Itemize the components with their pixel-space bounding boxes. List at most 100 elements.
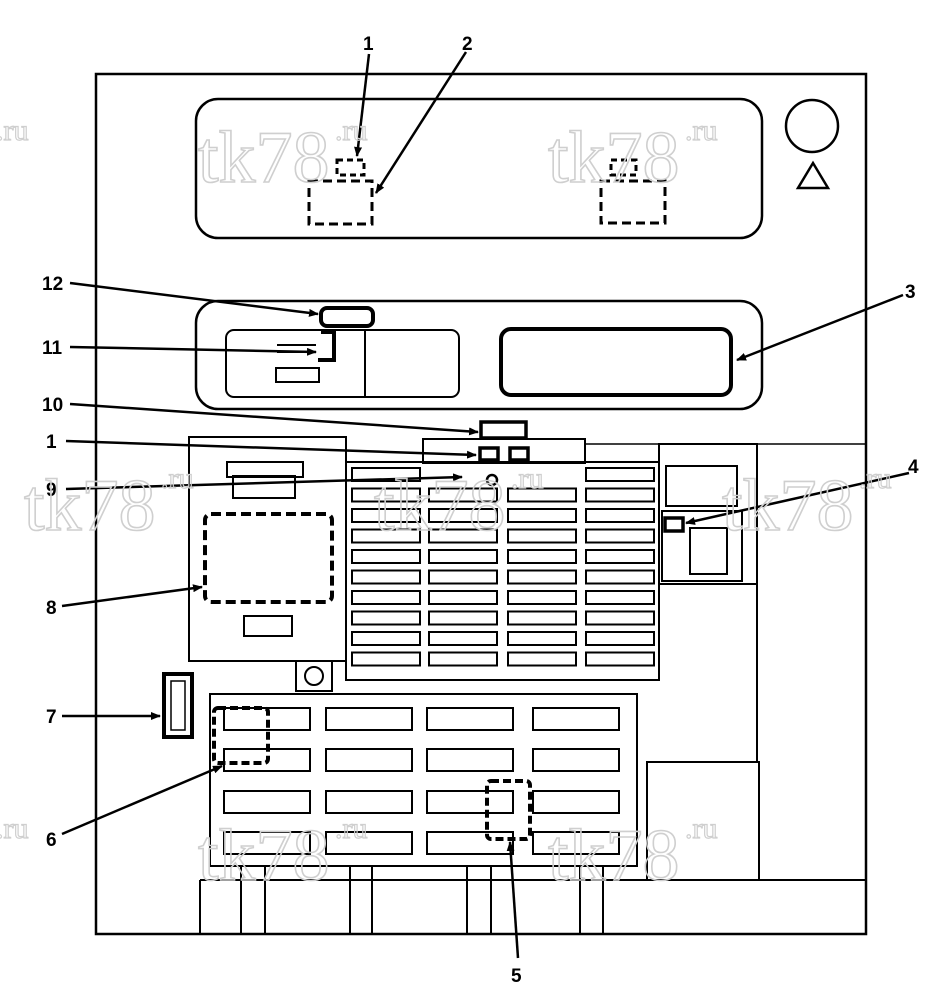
callout-6: 6 — [46, 830, 57, 851]
watermark-4: tk78 — [374, 465, 506, 547]
callout-1-mid: 1 — [46, 432, 57, 453]
fuse-slot — [351, 467, 421, 482]
left-module — [188, 436, 347, 662]
fuse-slot — [351, 590, 421, 605]
connector-latch — [319, 306, 375, 328]
relay-slot — [223, 831, 311, 855]
callout-11: 11 — [42, 338, 63, 359]
fuse-slot — [351, 549, 421, 564]
small-relay-left — [335, 158, 366, 177]
fuse-4 — [663, 516, 685, 533]
watermark-2-suffix: .ru — [685, 114, 718, 147]
fuse-slot — [507, 651, 577, 667]
leader-lines — [61, 51, 910, 959]
callout-9: 9 — [46, 480, 57, 501]
callout-10: 10 — [42, 395, 63, 416]
fuse-slot — [428, 549, 498, 564]
large-relay-right — [599, 179, 667, 225]
relay-slot — [426, 831, 514, 855]
fuse-slot — [507, 528, 577, 544]
fuse-slot — [585, 467, 655, 482]
watermark-6: tk78 — [198, 815, 330, 897]
fuse-slot — [351, 487, 421, 503]
fuse-slot — [428, 569, 498, 585]
fuse-slot — [507, 569, 577, 585]
relay-slot — [426, 790, 514, 814]
watermarks: tk78 .ru tk78 .ru tk78 .ru tk78 .ru tk78… — [0, 113, 892, 897]
fuse-slot — [507, 508, 577, 523]
large-relay-left — [307, 179, 374, 226]
fuse-slot — [428, 610, 498, 626]
relay-slot — [532, 790, 620, 814]
fuse-slot — [428, 590, 498, 605]
diode-10 — [479, 420, 528, 440]
fuse-slot — [351, 651, 421, 667]
relay-slot — [532, 831, 620, 855]
watermark-7: tk78 — [548, 815, 680, 897]
fuse-slot — [585, 651, 655, 667]
relay-5 — [485, 779, 532, 841]
callout-2: 2 — [462, 34, 473, 55]
middle-compartment — [194, 299, 764, 411]
watermark-edge-2: .ru — [0, 812, 29, 845]
callout-3: 3 — [905, 282, 916, 303]
fuse-slot — [585, 590, 655, 605]
callout-4: 4 — [908, 457, 919, 478]
relay-slot — [426, 748, 514, 772]
callout-7: 7 — [46, 707, 57, 728]
relay-slot — [325, 790, 413, 814]
watermark-1-suffix: .ru — [335, 114, 368, 147]
relay-8 — [203, 512, 334, 604]
relay-slot — [223, 790, 311, 814]
fuse-slot — [585, 549, 655, 564]
watermark-3: tk78 — [24, 465, 156, 547]
fuse-slot — [428, 631, 498, 646]
callout-5: 5 — [511, 966, 522, 987]
fuse-block-top — [422, 438, 586, 464]
fuse-slot — [351, 528, 421, 544]
relay-slot — [532, 707, 620, 731]
right-module — [658, 443, 758, 585]
fuse-slot — [585, 610, 655, 626]
watermark-3-suffix: .ru — [161, 462, 194, 495]
fuse-slot — [428, 651, 498, 667]
fuse-slot — [351, 631, 421, 646]
relay-slot — [426, 707, 514, 731]
relay-slot — [325, 707, 413, 731]
watermark-6-suffix: .ru — [335, 812, 368, 845]
connector-clip — [318, 330, 336, 362]
watermark-4-suffix: .ru — [511, 462, 544, 495]
connector-housing — [225, 329, 460, 398]
fuse-slot — [585, 487, 655, 503]
watermark-edge-1: .ru — [0, 114, 29, 147]
small-relay-right — [609, 158, 638, 177]
fuse-slot — [351, 610, 421, 626]
fuse-slot — [585, 508, 655, 523]
relay-slot — [325, 831, 413, 855]
fuse-slot — [428, 508, 498, 523]
fuse-slot — [428, 528, 498, 544]
fuse-grid — [351, 467, 655, 667]
fuse-slot — [585, 569, 655, 585]
bottom-relay-grid — [223, 707, 620, 855]
watermark-1: tk78 — [198, 117, 330, 199]
fuse-slot — [351, 508, 421, 523]
triangle-warning-icon — [795, 160, 831, 190]
fuse-slot — [507, 610, 577, 626]
relay-slot — [325, 748, 413, 772]
fuse-slot — [507, 549, 577, 564]
watermark-7-suffix: .ru — [685, 812, 718, 845]
relay-6 — [212, 706, 270, 765]
relay-slot — [532, 748, 620, 772]
callout-12: 12 — [42, 274, 63, 295]
watermark-2: tk78 — [548, 117, 680, 199]
fuse-slot — [351, 569, 421, 585]
fuse-slot — [585, 528, 655, 544]
circle-indicator-icon — [784, 98, 840, 154]
display-window — [499, 327, 733, 397]
callout-8: 8 — [46, 598, 57, 619]
fuse-slot — [428, 487, 498, 503]
connector-7 — [162, 672, 194, 739]
top-relay-compartment — [194, 97, 764, 240]
fuse-slot — [507, 487, 577, 503]
